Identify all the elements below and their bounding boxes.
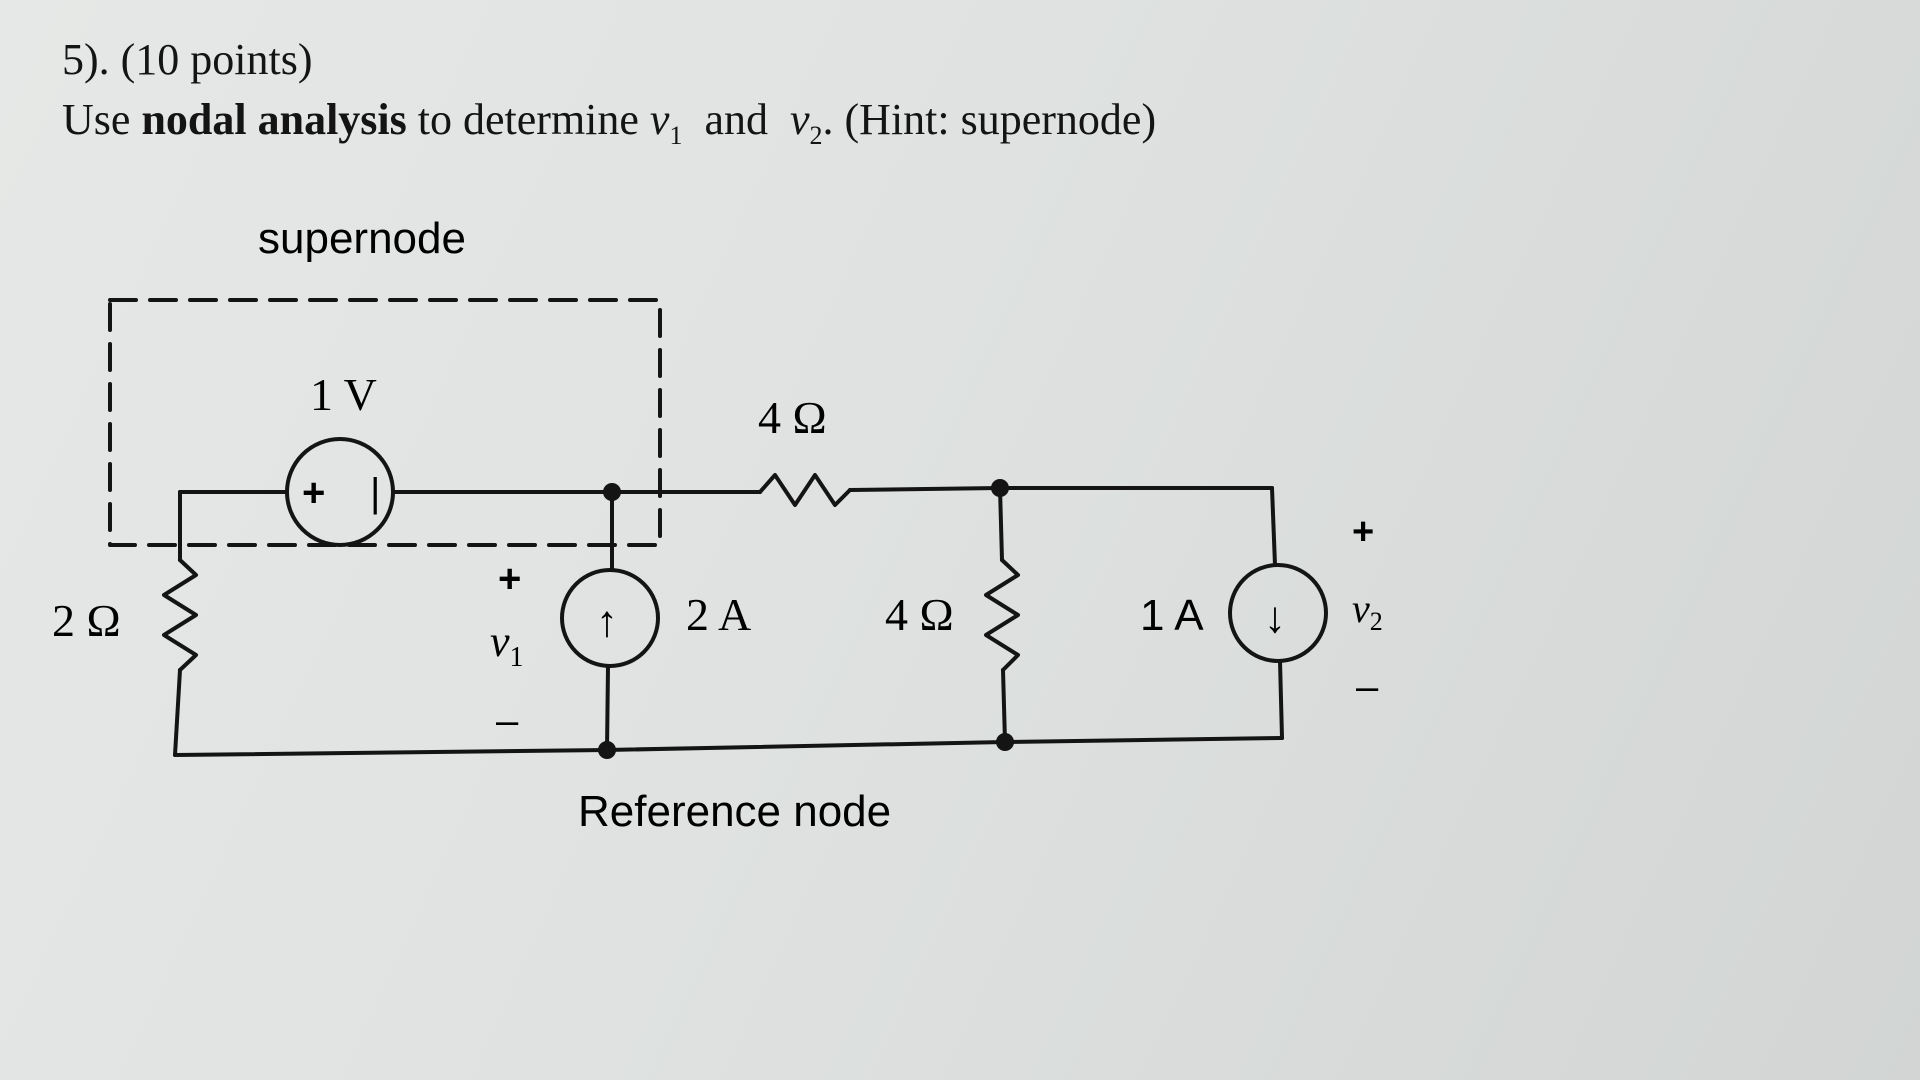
supernode-boundary — [108, 298, 662, 547]
resistor-shunt-4ohm — [984, 558, 1020, 672]
resistor-series-4ohm — [758, 473, 852, 507]
wire-left-lower — [173, 668, 182, 757]
current-2a-label: 2 A — [686, 589, 751, 640]
source-minus-sign: | — [370, 471, 380, 515]
question-hint: . (Hint: supernode) — [822, 95, 1157, 144]
v1-label: v1 — [490, 617, 524, 673]
v2-label: v2 — [1352, 586, 1383, 636]
problem-number: 5). (10 points) — [62, 35, 313, 84]
node-a-dot — [603, 483, 621, 501]
problem-question: Use nodal analysis to determine v1 and v… — [62, 90, 1156, 166]
series-resistor-label: 4 Ω — [758, 392, 827, 443]
arrow-down-icon: ↓ — [1264, 593, 1286, 642]
resistor-left-2ohm — [162, 558, 198, 672]
current-1a-label: 1 A — [1140, 591, 1204, 640]
reference-node-label: Reference node — [578, 787, 891, 836]
v1-plus: + — [498, 557, 521, 601]
question-method: nodal analysis — [141, 95, 407, 144]
v2-minus: – — [1356, 665, 1379, 709]
wire-node-b-down — [998, 486, 1004, 562]
question-and: and — [704, 95, 768, 144]
v1-minus: – — [496, 699, 519, 743]
shunt-resistor-label: 4 Ω — [885, 589, 954, 640]
problem-statement: 5). (10 points) Use nodal analysis to de… — [62, 30, 1156, 166]
ref-node-dot-1 — [598, 741, 616, 759]
wire-right-down — [1270, 486, 1277, 567]
question-v2: v2 — [789, 95, 823, 150]
wire-to-node-b — [848, 486, 1274, 492]
arrow-up-icon: ↑ — [596, 597, 618, 646]
question-intro: Use — [62, 95, 131, 144]
question-middle: to determine — [417, 95, 639, 144]
source-1v-label: 1 V — [310, 369, 377, 420]
wire-1a-down — [1278, 659, 1284, 740]
wire-2a-down — [605, 664, 610, 752]
question-v1: v1 — [649, 95, 683, 150]
v2-plus: + — [1352, 511, 1374, 553]
left-resistor-label: 2 Ω — [52, 595, 121, 646]
wire-bottom — [173, 736, 1284, 757]
wire-shunt-down — [1001, 668, 1007, 744]
node-b-dot — [991, 479, 1009, 497]
ref-node-dot-2 — [996, 733, 1014, 751]
source-plus-sign: + — [302, 471, 325, 515]
supernode-label: supernode — [258, 214, 466, 263]
